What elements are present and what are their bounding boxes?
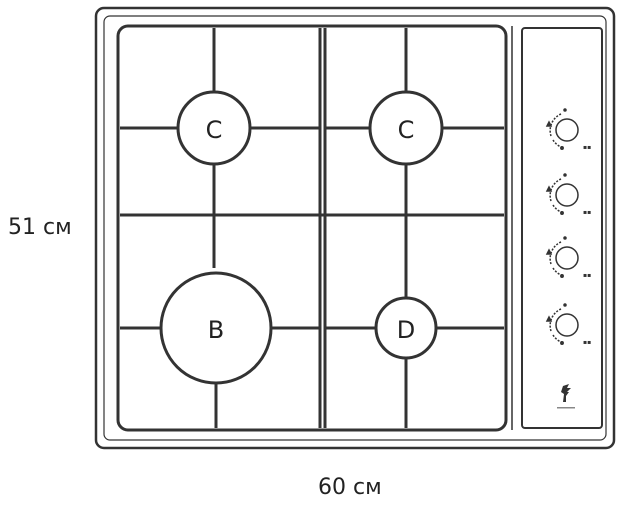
- depth-dimension-label: 51 см: [8, 215, 72, 240]
- burner-c-left: [176, 90, 252, 166]
- svg-text:▪▪: ▪▪: [583, 144, 591, 151]
- control-knob[interactable]: ▪▪: [545, 236, 591, 279]
- burner-label: C: [206, 116, 223, 144]
- burner-label: B: [208, 316, 224, 344]
- hob-outer-frame: [94, 6, 616, 450]
- burner-label: D: [397, 316, 415, 344]
- control-knob[interactable]: ▪▪: [545, 108, 591, 151]
- hob-inner-frame: [103, 15, 607, 441]
- burner-c-right: [368, 90, 444, 166]
- svg-text:▪▪: ▪▪: [583, 339, 591, 346]
- control-knob[interactable]: ▪▪: [545, 303, 591, 346]
- burner-d: [374, 296, 438, 360]
- burner-label: C: [398, 116, 415, 144]
- svg-text:▪▪: ▪▪: [583, 272, 591, 279]
- width-dimension-label: 60 см: [318, 475, 382, 500]
- svg-text:▪▪: ▪▪: [583, 209, 591, 216]
- control-panel: [521, 27, 603, 429]
- brand-logo-icon: [557, 384, 575, 409]
- grate-bars: [120, 28, 504, 428]
- burner-b: [159, 271, 273, 385]
- control-knob[interactable]: ▪▪: [545, 173, 591, 216]
- grate-area: [116, 24, 508, 432]
